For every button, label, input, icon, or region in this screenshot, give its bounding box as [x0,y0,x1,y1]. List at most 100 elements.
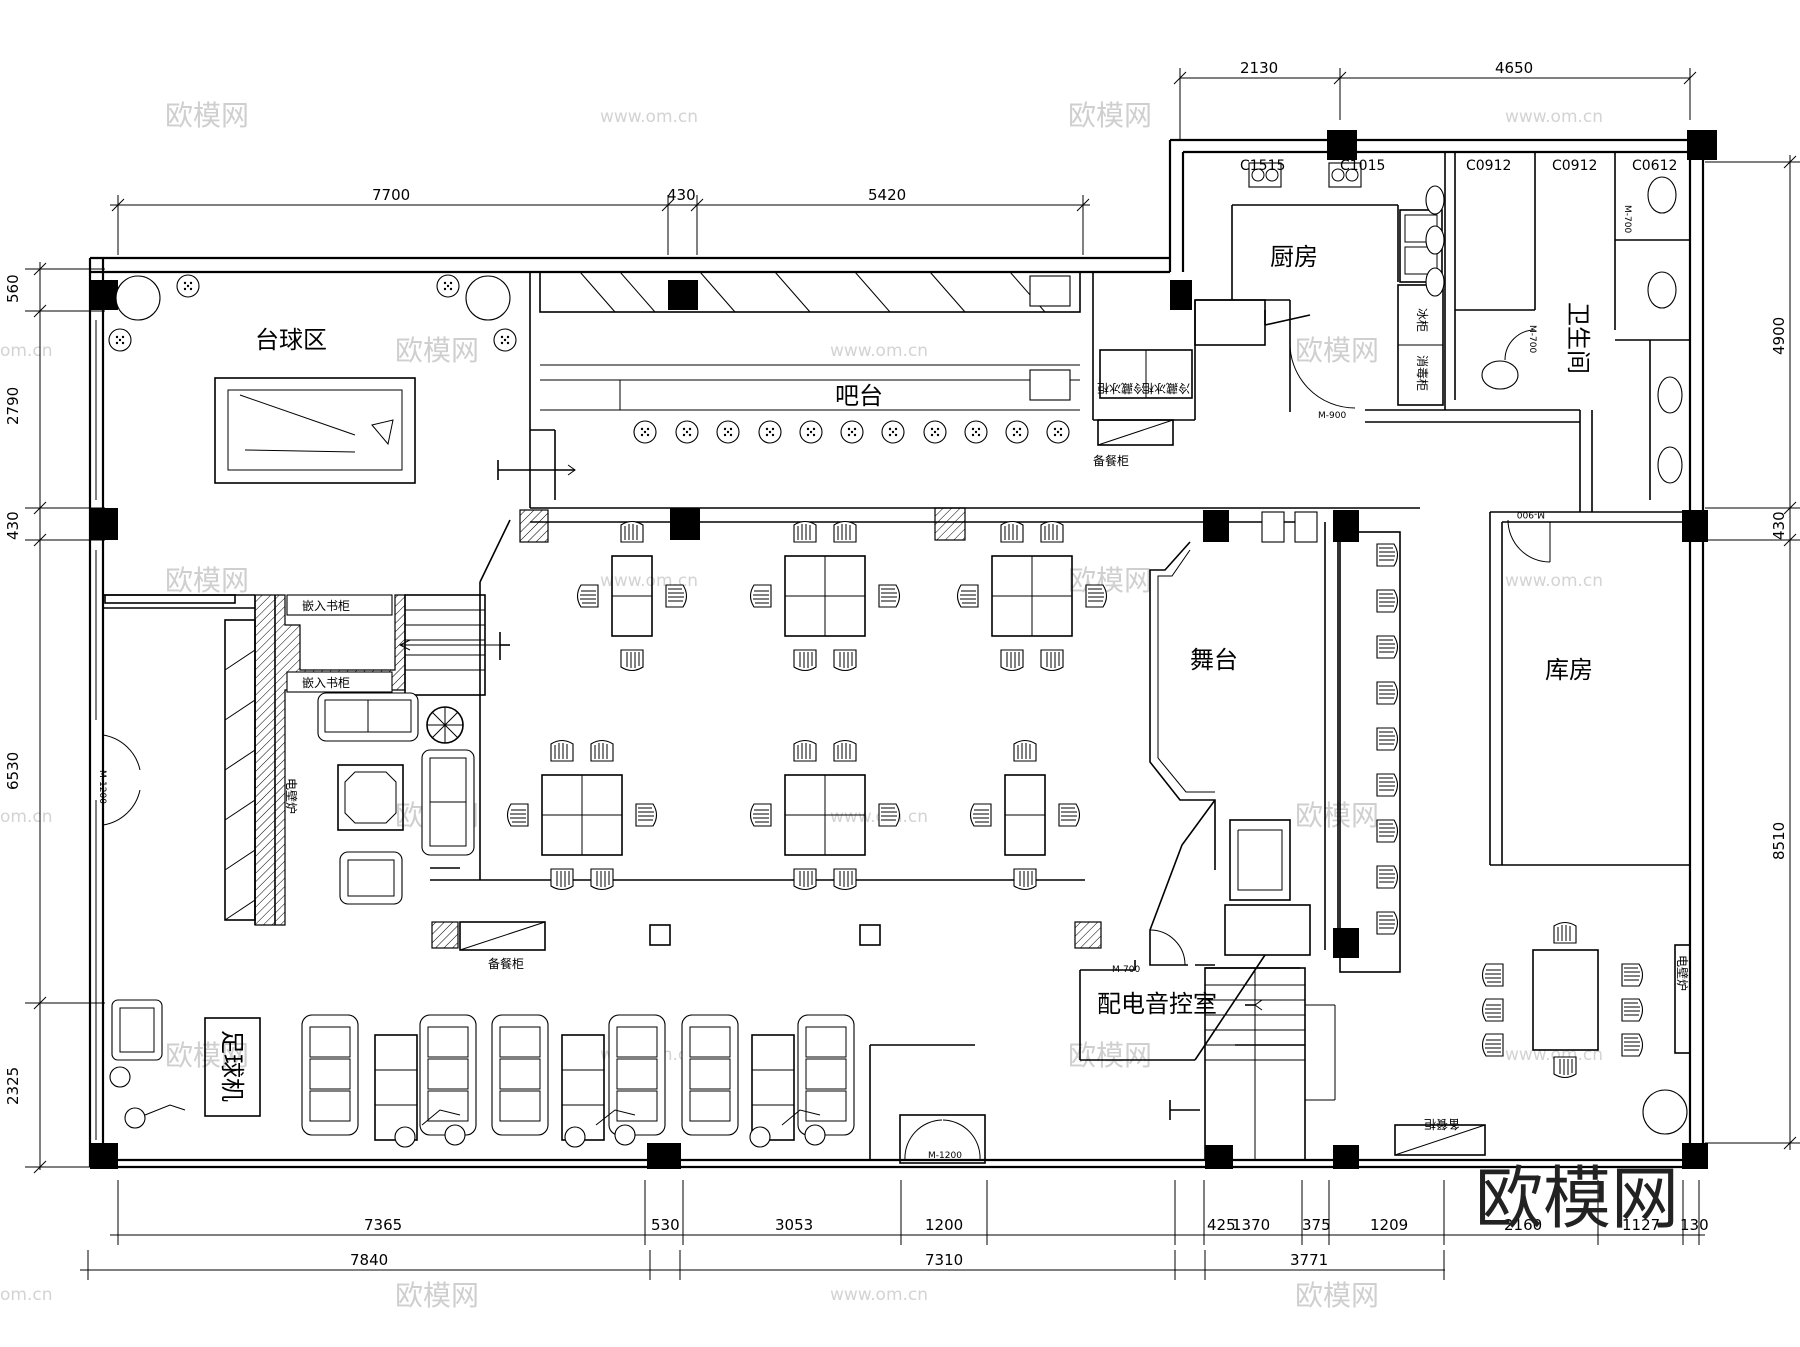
watermark-brand: 欧模网 [395,1279,479,1312]
billiards-area: 台球区 [108,274,517,484]
window-code: C1015 [1340,158,1385,174]
main-entry-door: M-1200 [899,1114,986,1164]
staff-dining: 电壁炉 备餐柜 [1394,921,1691,1156]
dining-chair [506,803,529,827]
door-code: M-700 [1112,965,1140,975]
stage-chair [1376,773,1399,797]
dining-table [749,520,901,672]
fridge-label: 冷藏冰柜 [1097,381,1145,395]
watermark-brand: 欧模网 [165,564,249,597]
dining-chair [793,520,817,543]
watermark-url: om.cn [0,807,53,827]
dim-label: 7365 [364,1216,402,1234]
dining-chair [956,584,979,608]
dining-area [506,520,1108,891]
dining-chair [749,803,772,827]
side-cabinet-lower: 备餐柜 [459,921,546,971]
dining-chair [833,739,857,762]
dim-label: 375 [1302,1216,1331,1234]
stage-chair [1376,635,1399,659]
room-label-bar: 吧台 [835,382,883,410]
bookcase-label: 嵌入书柜 [302,599,350,613]
door-code: M-900 [1517,509,1545,519]
dim-label: 425 [1207,1216,1236,1234]
dim-label: 2325 [4,1067,22,1105]
door-code: M-700 [1527,325,1537,353]
dimension-labels: 2130 4650 7700 430 5420 560 2790 430 653… [4,59,1788,1269]
dining-chair [590,739,614,762]
booth-area: 足球机 [109,999,855,1148]
stage-chair [1376,727,1399,751]
dining-chair [665,584,688,608]
dining-chair [620,649,644,672]
watermark-url: om.cn [0,1285,53,1305]
watermark-brand: 欧模网 [165,99,249,132]
watermark-brand: 欧模网 [1068,564,1152,597]
door-code: M-1200 [97,770,107,804]
disinfect-label: 消毒柜 [1415,355,1429,391]
stage-chair [1376,589,1399,613]
door-code: M-900 [1318,411,1346,421]
dim-label: 4900 [1770,317,1788,355]
side-cabinet-label: 备餐柜 [1093,453,1129,468]
dining-chair [1013,868,1037,891]
dining-chair [1000,649,1024,672]
bookcase-label: 嵌入书柜 [302,676,350,690]
bar-area: 吧台 备餐柜 冷藏冰柜 冷藏冰柜 [497,271,1193,480]
watermark-url: www.om.cn [830,1285,928,1305]
dim-label: 8510 [1770,822,1788,860]
watermark-url: www.om.cn [1505,107,1603,127]
columns [90,130,1717,1169]
stage-area: 舞台 [1190,511,1318,956]
stair-hall: 配电音控室 M-700 [1097,929,1336,1161]
dining-chair [969,803,992,827]
dim-label: 430 [667,186,696,204]
room-label-storage: 库房 [1545,656,1593,684]
watermark-brand: 欧模网 [165,1039,249,1072]
restroom-area: C0912 C0912 C0612 M-700 M-700 卫生间 [1425,158,1683,484]
dim-label: 130 [1680,1216,1709,1234]
spiral-stair [426,706,464,744]
dining-chair [1013,739,1037,762]
dining-chair [749,584,772,608]
room-label-kitchen: 厨房 [1270,243,1318,271]
fireplace-label: 电壁炉 [284,778,299,814]
watermark-url: om.cn [0,341,53,361]
dim-label: 3053 [775,1216,813,1234]
dining-chair [1000,520,1024,543]
dim-label: 1209 [1370,1216,1408,1234]
dim-label: 1200 [925,1216,963,1234]
watermark-brand: 欧模网 [1295,1279,1379,1312]
watermark-url: www.om.cn [600,107,698,127]
window-code: C0912 [1552,158,1597,174]
dining-chair [635,803,658,827]
dim-label: 4650 [1495,59,1533,77]
fridge-label: 冷藏冰柜 [1142,381,1190,395]
dining-chair [1058,803,1081,827]
watermark-brand: 欧模网 [1068,1039,1152,1072]
stage-side-chairs [1339,531,1401,973]
door-code: M-700 [1622,205,1632,233]
side-cabinet-label: 备餐柜 [488,956,524,971]
stage-chair [1376,819,1399,843]
dining-table [969,739,1081,891]
side-cabinet-label: 备餐柜 [1424,1117,1460,1132]
dim-label: 2160 [1504,1216,1542,1234]
lounge-area: 电壁炉 [284,692,475,905]
door-code: M-1200 [928,1151,962,1161]
dining-chair [793,739,817,762]
brand-logo: 欧模网 [1475,1160,1679,1239]
dining-chair [878,584,901,608]
watermark-url: www.om.cn [1505,571,1603,591]
dining-table [576,520,688,672]
stage-chair [1376,681,1399,705]
dining-table [749,739,901,891]
window-code: C0612 [1632,158,1677,174]
dining-chair [878,803,901,827]
storage-area: M-900 库房 [1507,509,1593,684]
window-code: C1515 [1240,158,1285,174]
dimension-lines [25,68,1800,1280]
dining-chair [1040,520,1064,543]
dim-label: 430 [1770,511,1788,540]
